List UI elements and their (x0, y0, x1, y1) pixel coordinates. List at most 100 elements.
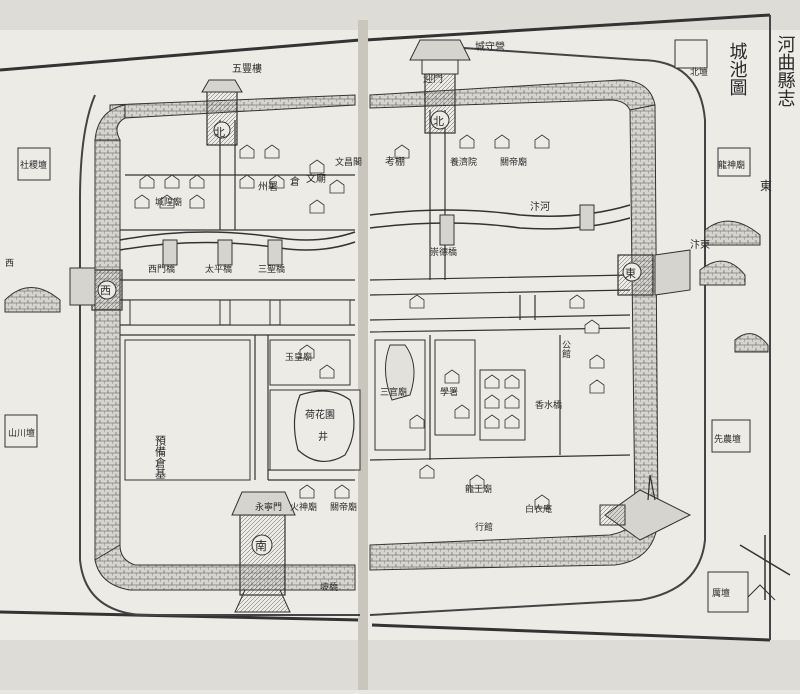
label-lotus-garden: 荷花園 (305, 408, 335, 421)
southeast-pagoda (599, 474, 692, 541)
building-glyph (459, 134, 475, 149)
building-glyph (319, 364, 335, 379)
north-gate-right-tower (409, 39, 471, 134)
map-title: 城池圖 (727, 42, 748, 96)
outer-moat (79, 44, 706, 616)
building-glyph (584, 319, 600, 334)
top-page-edge (0, 0, 800, 30)
lotus-garden-pond (293, 390, 355, 462)
building-glyph (329, 179, 345, 194)
west-gate-tower (69, 267, 123, 311)
outer-altars (4, 39, 751, 613)
building-glyphs (134, 134, 605, 509)
building-glyph (309, 199, 325, 214)
label-well: 井 (318, 430, 328, 443)
label-city-god: 城隍廟 (155, 196, 182, 208)
building-glyph (394, 144, 410, 159)
label-guandi-south: 關帝廟 (330, 501, 357, 513)
building-glyph (504, 374, 520, 389)
building-glyph (239, 174, 255, 189)
label-yamen-hall: 養濟院 (450, 156, 477, 168)
label-fire-temple: 火神廟 (290, 501, 317, 513)
top-frame-line (0, 13, 771, 72)
south-gate-tower (231, 491, 296, 613)
temple-mound (385, 344, 415, 401)
label-xian-nong: 先農壇 (714, 433, 741, 445)
compass-icon (739, 535, 791, 601)
label-slope-bridge: 坡橋 (320, 581, 338, 593)
label-dragon-king: 龍王廟 (465, 483, 492, 495)
building-glyph (159, 194, 175, 209)
label-compass-east: 東 (760, 179, 772, 193)
building-glyph (134, 194, 150, 209)
label-north-altar: 北壇 (690, 66, 708, 78)
building-glyph (494, 134, 510, 149)
building-glyph (419, 464, 435, 479)
book-fold (358, 20, 368, 690)
west-wall (94, 139, 121, 561)
label-xiang-bridge: 香水橋 (535, 399, 562, 411)
building-glyph (484, 414, 500, 429)
building-glyph (569, 294, 585, 309)
building-glyph (409, 294, 425, 309)
label-bridge-west: 西門橋 (148, 263, 175, 275)
label-white-temple: 白衣庵 (525, 503, 552, 515)
building-glyph (239, 144, 255, 159)
nw-corner (94, 104, 126, 141)
building-glyph (309, 159, 325, 174)
building-glyph (264, 144, 280, 159)
east-outer-bridge (699, 260, 746, 286)
label-guandi: 關帝廟 (500, 156, 527, 168)
label-north-tower-left: 五豐樓 (232, 62, 262, 75)
label-public-house: 公館 (560, 340, 571, 359)
label-examination-hall: 考棚 (385, 155, 405, 168)
bottom-page-edge (0, 640, 800, 690)
label-dragon-temple-e: 龍神廟 (718, 159, 745, 171)
gate-east-label: 東 (625, 267, 636, 280)
label-west-top-right: 城守營 (475, 40, 505, 53)
building-glyph (444, 369, 460, 384)
south-wall-left (94, 544, 356, 591)
building-glyph (269, 174, 285, 189)
label-bridge-taiping: 太平橋 (205, 263, 232, 275)
label-east-bridge: 汴東 (690, 238, 710, 251)
gate-north-left-label: 北 (214, 126, 225, 139)
building-glyph (504, 414, 520, 429)
building-glyph (534, 494, 550, 509)
building-glyph (469, 474, 485, 489)
gate-north-right-label: 北 (433, 115, 444, 128)
north-gate-left-tower (201, 79, 243, 146)
east-small-bridge (734, 333, 769, 353)
inner-river-left (119, 231, 356, 241)
label-state-office: 州署 (258, 181, 278, 193)
building-glyph (589, 354, 605, 369)
building-glyph (139, 174, 155, 189)
label-jade-temple: 玉皇廟 (285, 351, 312, 363)
east-gate-tower (617, 249, 691, 296)
label-ancestral-hall: 三官廟 (380, 386, 407, 398)
building-glyph (164, 174, 180, 189)
label-li-tan: 厲壇 (712, 587, 730, 599)
building-glyph (299, 484, 315, 499)
building-glyph (484, 394, 500, 409)
label-granary: 倉 (290, 175, 300, 188)
building-glyph (589, 379, 605, 394)
west-outer-bridge (4, 287, 61, 313)
east-wall (629, 104, 659, 521)
inner-river-right-bank (369, 217, 631, 230)
streets-right (369, 110, 631, 461)
gate-west-label: 西 (100, 284, 111, 297)
label-xinggu: 行館 (475, 521, 493, 533)
building-glyph (484, 374, 500, 389)
northeast-outer-bridge (704, 220, 761, 246)
building-glyph (189, 174, 205, 189)
label-bridge-sansheng: 三聖橋 (258, 263, 285, 275)
inner-bridges (162, 204, 595, 266)
building-glyph (299, 344, 315, 359)
book-header: 河曲縣志 (775, 35, 796, 107)
building-glyph (334, 484, 350, 499)
inner-river-right (369, 204, 631, 217)
label-river-east: 汴河 (530, 200, 550, 213)
